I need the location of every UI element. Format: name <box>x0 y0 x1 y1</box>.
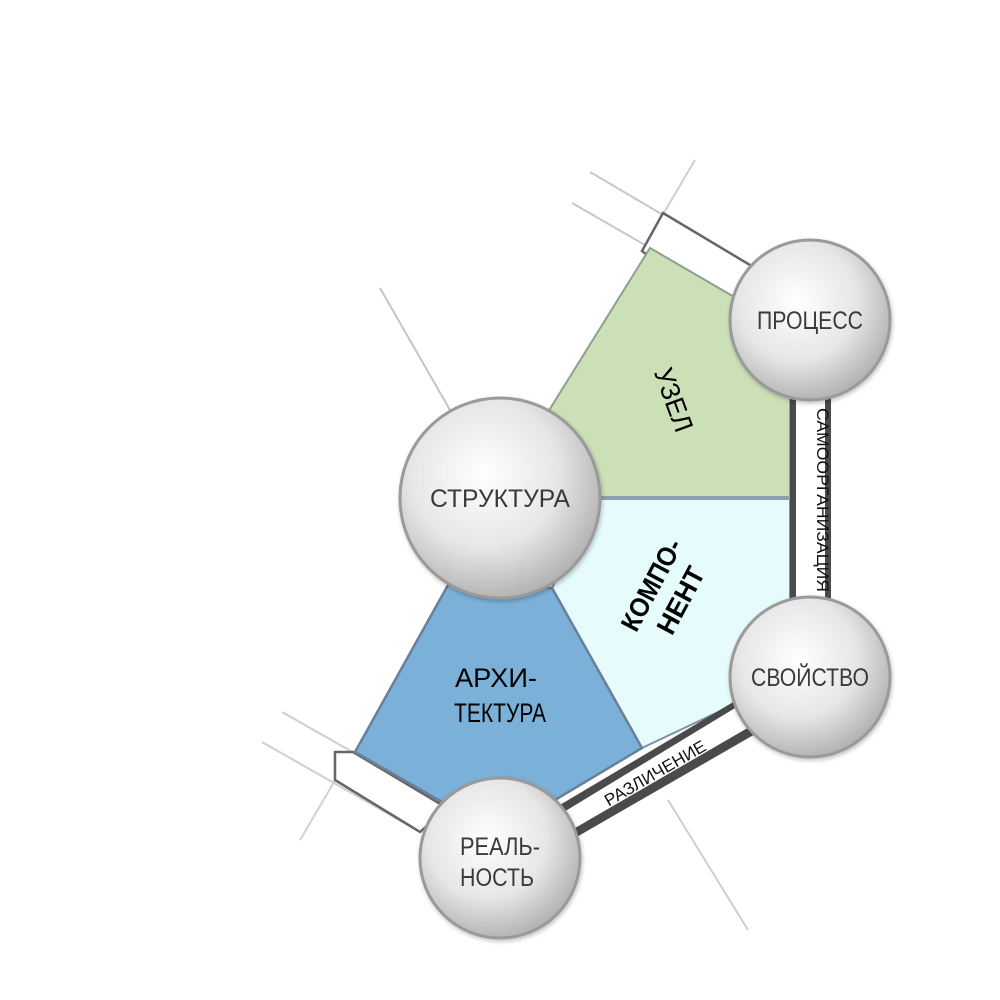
node-realnost <box>418 776 582 940</box>
edge-samoorganizatsiya <box>790 388 831 602</box>
node-label-protsess: ПРОЦЕСС <box>757 307 863 335</box>
node-struktura <box>398 396 602 600</box>
node-protsess <box>728 238 892 402</box>
edge-label-samoorganizatsiya: САМООРГАНИЗАЦИЯ <box>813 408 832 592</box>
node-label-realnost-line1: РЕАЛЬ- <box>460 833 540 861</box>
node-label-realnost-line2: НОСТЬ <box>460 864 534 892</box>
node-svoistvo <box>728 595 892 759</box>
region-label-arkhitektura-line1: АРХИ- <box>455 663 537 693</box>
node-label-svoistvo: СВОЙСТВО <box>751 662 869 692</box>
edge-razlichenie <box>548 698 757 842</box>
region-label-arkhitektura-line2: ТЕКТУРА <box>454 698 546 728</box>
node-label-struktura: СТРУКТУРА <box>430 485 570 513</box>
